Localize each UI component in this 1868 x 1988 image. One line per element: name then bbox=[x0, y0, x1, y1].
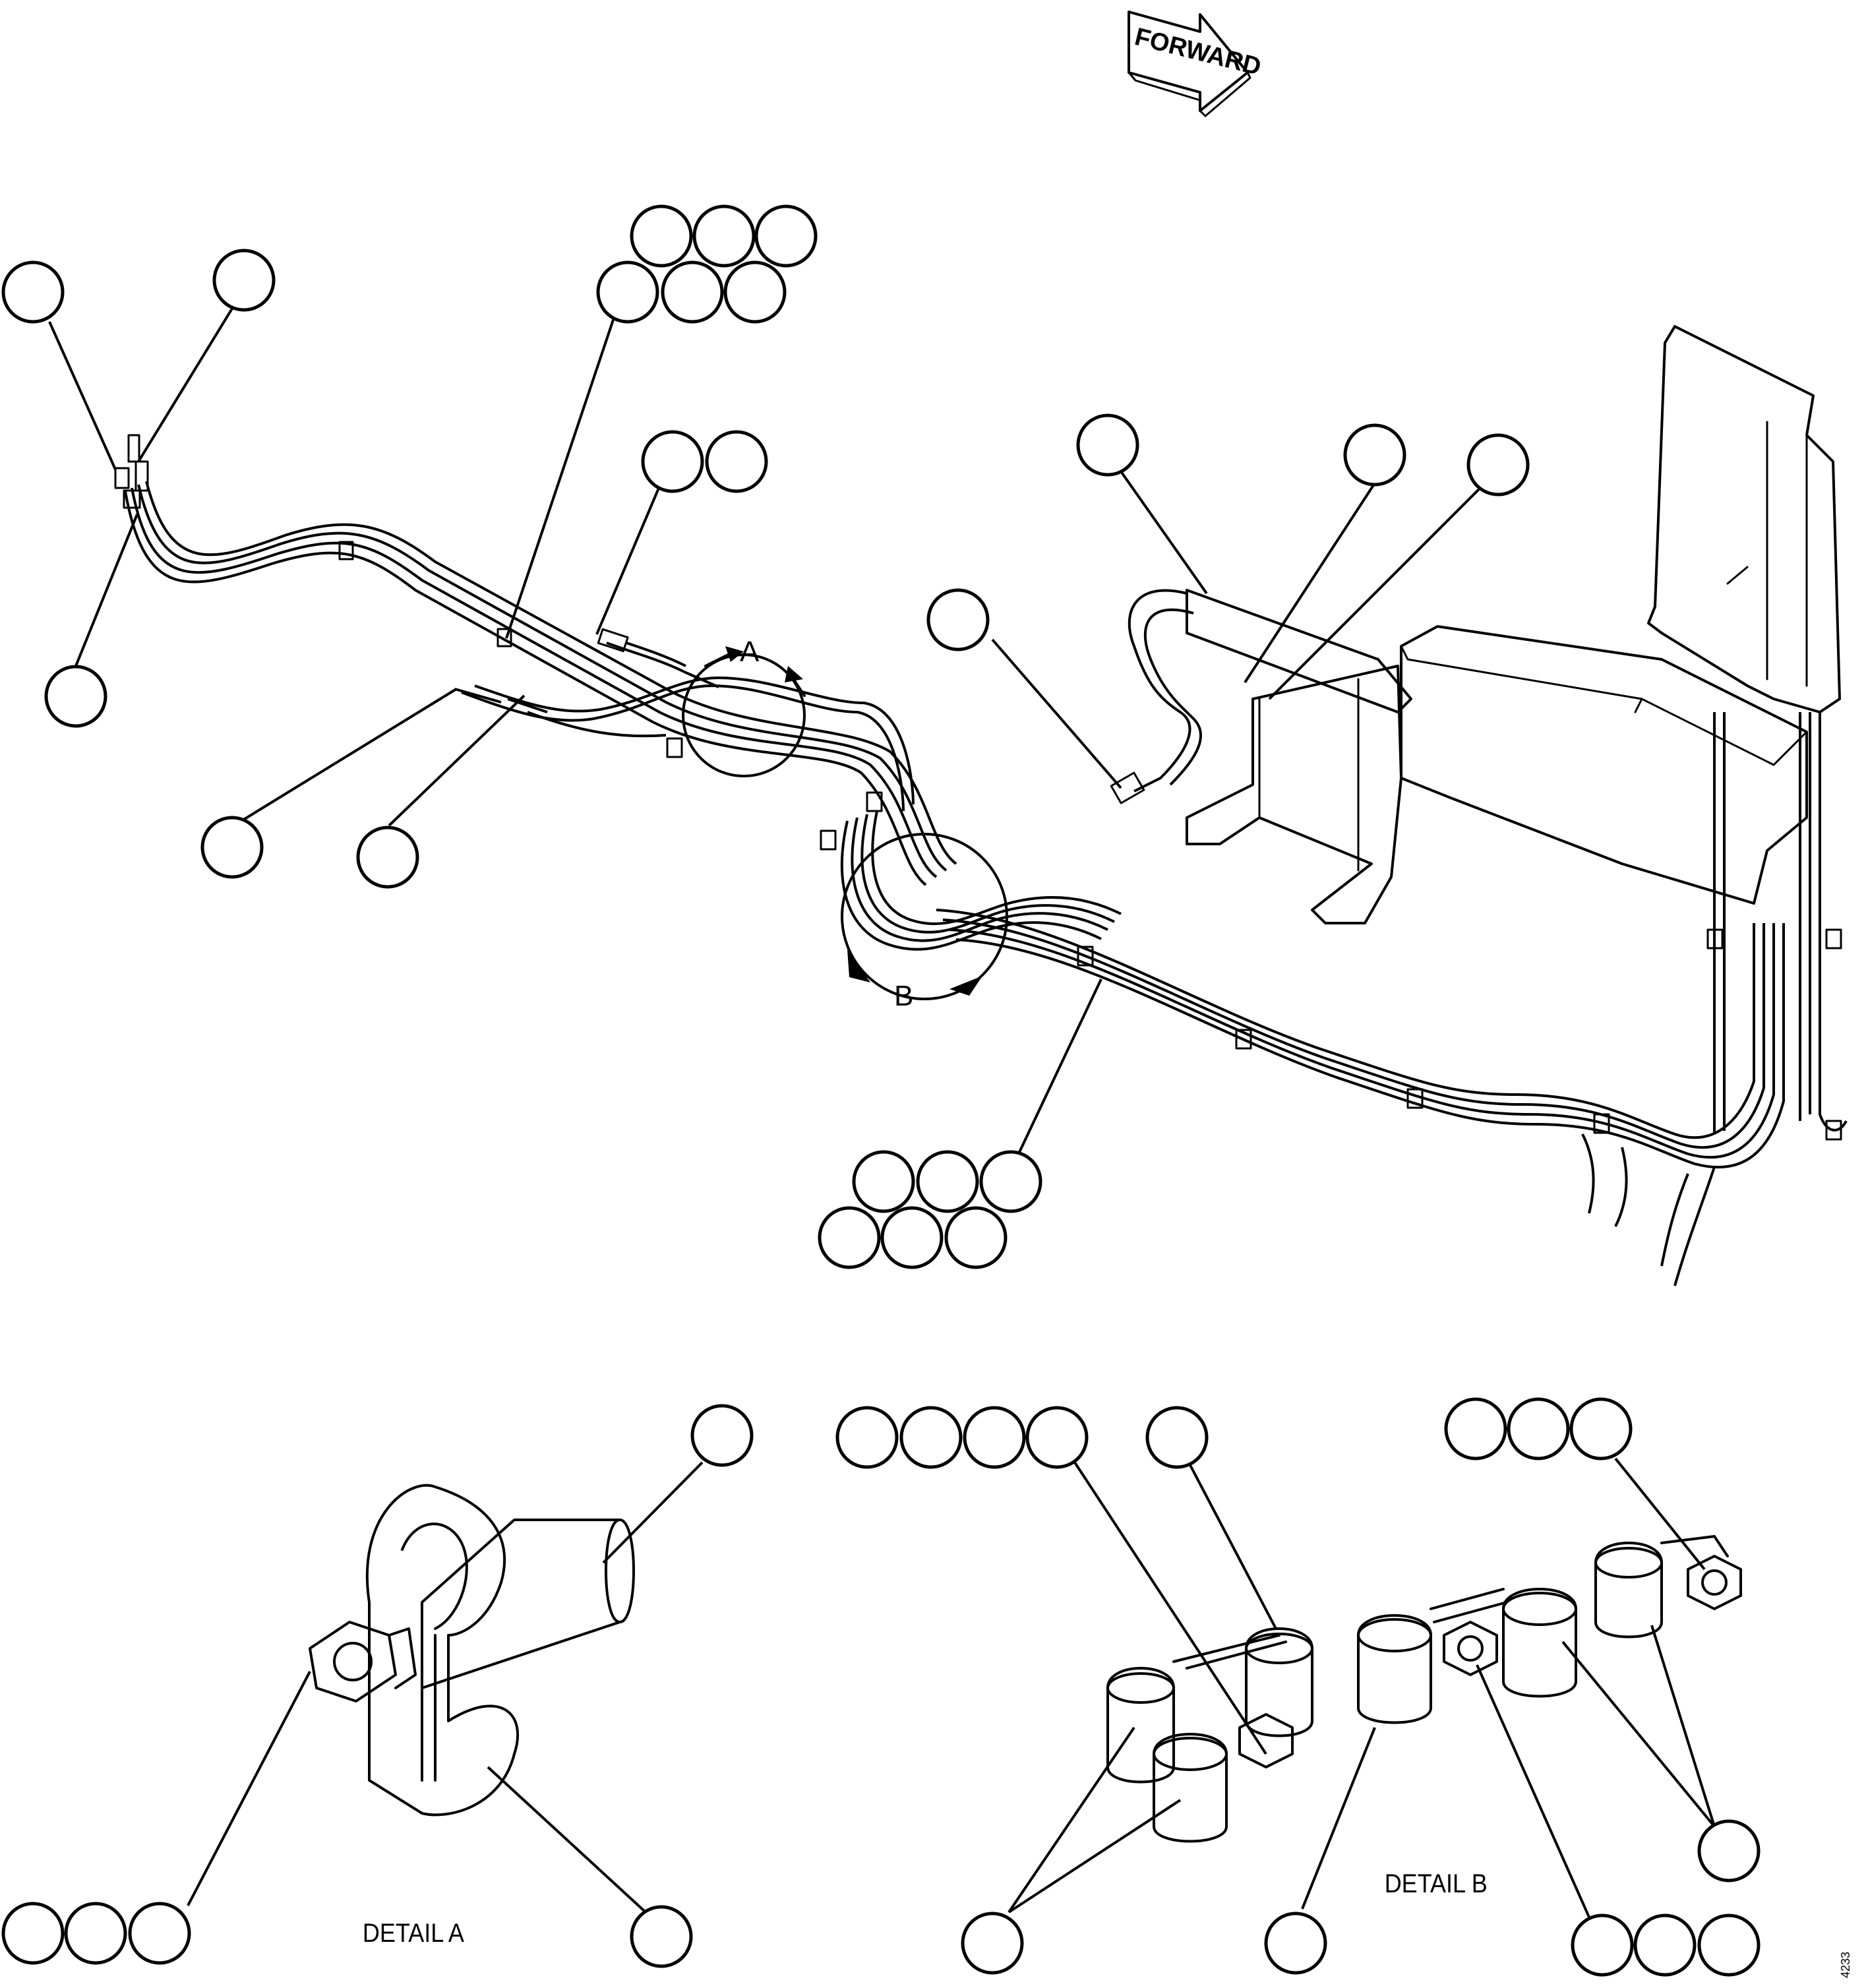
callout-bubble bbox=[1, 1902, 65, 1965]
detail-a-marker: A bbox=[682, 636, 806, 777]
lower-hose-run bbox=[936, 909, 1785, 1286]
callout-bubble bbox=[818, 1206, 881, 1269]
callout-bubble bbox=[1145, 1406, 1209, 1469]
callout-bubbles-detail-b bbox=[835, 1397, 1761, 1977]
callout-bubble bbox=[1025, 1406, 1089, 1469]
callout-bubble bbox=[979, 1150, 1042, 1213]
callout-bubble bbox=[630, 204, 693, 268]
detail-b-marker-label: B bbox=[894, 980, 913, 1012]
left-end-fittings bbox=[114, 434, 149, 509]
callout-bubbles-detail-a bbox=[1, 1404, 754, 1968]
detail-b-caption: DETAIL B bbox=[1385, 1869, 1488, 1898]
detail-a-drawing: DETAIL A bbox=[309, 1484, 635, 1948]
callout-bubble bbox=[1466, 433, 1530, 497]
callout-bubble bbox=[1569, 1397, 1633, 1461]
callout-bubble bbox=[661, 260, 724, 324]
callout-bubble bbox=[1343, 423, 1406, 487]
hose-clamps bbox=[338, 541, 1842, 1141]
callout-bubble bbox=[64, 1902, 127, 1965]
callout-bubble bbox=[880, 1206, 944, 1269]
callout-bubble bbox=[1697, 1913, 1761, 1977]
mounting-bracket-structure bbox=[1110, 325, 1841, 924]
callout-bubble bbox=[926, 588, 990, 651]
callout-bubble bbox=[754, 204, 818, 268]
forward-direction-arrow: FORWARD bbox=[1128, 11, 1264, 117]
callout-bubble bbox=[835, 1406, 899, 1469]
callout-bubble bbox=[212, 249, 276, 312]
callout-bubble bbox=[916, 1150, 979, 1213]
callout-bubble bbox=[690, 1404, 754, 1467]
callout-bubble bbox=[961, 1912, 1024, 1975]
callout-bubble bbox=[944, 1206, 1008, 1269]
callout-bubble bbox=[899, 1406, 963, 1469]
middle-hose-group bbox=[461, 642, 915, 812]
callout-bubble bbox=[1076, 413, 1139, 477]
callout-bubble bbox=[723, 260, 787, 324]
callout-bubble bbox=[1507, 1397, 1570, 1461]
detail-a-marker-label: A bbox=[740, 636, 760, 668]
detail-a-caption: DETAIL A bbox=[363, 1919, 465, 1948]
callout-bubble bbox=[1264, 1912, 1327, 1975]
callout-bubble bbox=[128, 1902, 191, 1965]
callout-bubble bbox=[852, 1150, 915, 1213]
callout-bubbles-main bbox=[1, 204, 1530, 1269]
callout-bubble bbox=[963, 1406, 1026, 1469]
detail-b-marker: B bbox=[841, 833, 1008, 1012]
callout-bubble bbox=[692, 204, 756, 268]
callout-bubble bbox=[200, 816, 264, 879]
right-vertical-hoses bbox=[1713, 712, 1848, 1134]
callout-bubble bbox=[596, 260, 659, 324]
callout-bubble bbox=[705, 430, 768, 493]
callout-bubble bbox=[1697, 1819, 1761, 1883]
callout-bubble bbox=[1633, 1913, 1697, 1977]
main-hose-assembly bbox=[114, 434, 1848, 1286]
figure-number: 4233 bbox=[1839, 1952, 1852, 1978]
middle-left-fittings bbox=[454, 628, 686, 713]
loop-b-hose-bundle bbox=[840, 810, 1122, 951]
detail-b-drawing: DETAIL B bbox=[1106, 1535, 1742, 1898]
callout-bubble bbox=[1571, 1913, 1634, 1977]
callout-bubble bbox=[356, 826, 419, 889]
callout-bubble bbox=[44, 665, 107, 728]
callout-bubble bbox=[641, 430, 704, 493]
leader-lines bbox=[48, 307, 1716, 1933]
callout-bubble bbox=[630, 1905, 693, 1968]
callout-bubble bbox=[1444, 1397, 1507, 1461]
callout-bubble bbox=[1, 260, 65, 324]
